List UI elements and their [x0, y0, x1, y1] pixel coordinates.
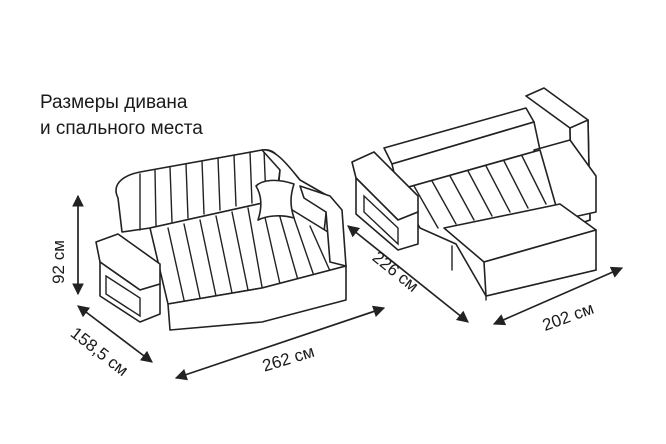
- title-line-1: Размеры дивана: [40, 92, 188, 113]
- dimension-lines: [72, 194, 624, 381]
- right-armrest: [299, 185, 347, 267]
- assembled-sofa-drawing: [95, 149, 347, 331]
- diagram-title: Размеры дивана и спального места: [40, 90, 203, 142]
- bed-length-label: 226 см: [369, 248, 422, 296]
- pillow: [255, 179, 295, 221]
- depth-arrow: [77, 305, 153, 363]
- title-line-2: и спального места: [40, 118, 203, 139]
- bed-width-arrow: [492, 266, 624, 326]
- depth-label: 158,5 см: [67, 323, 132, 380]
- backrest-stripes: [139, 149, 267, 231]
- bed-length-arrow: [347, 225, 469, 323]
- seat-stripes: [167, 203, 331, 301]
- bed-width-label: 202 см: [540, 299, 597, 335]
- height-label: 92 см: [49, 240, 68, 284]
